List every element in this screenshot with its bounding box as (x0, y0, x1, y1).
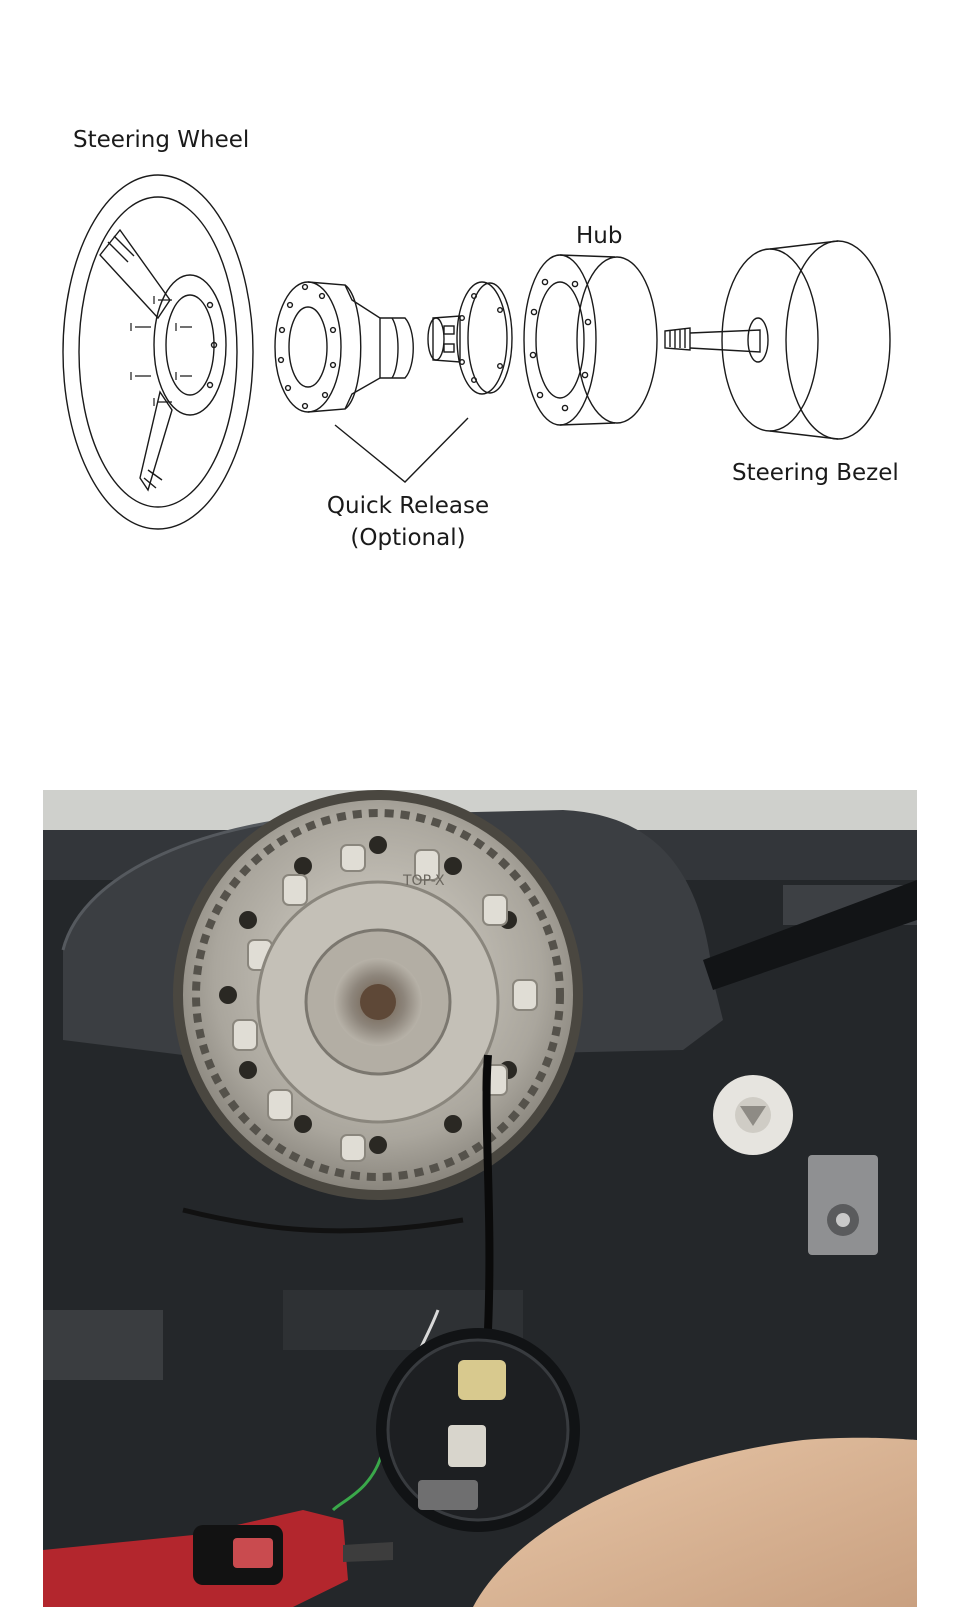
installation-photo: TOP-X (43, 790, 917, 1607)
label-steering-bezel: Steering Bezel (732, 460, 899, 486)
label-quick-release: Quick Release (326, 493, 490, 519)
steering-hub: TOP-X (173, 790, 583, 1200)
steering-bezel-part (664, 240, 891, 440)
label-hub: Hub (576, 223, 623, 249)
quick-release-right-part (427, 281, 513, 395)
hand (473, 1437, 917, 1607)
power-drill (43, 1510, 393, 1607)
horn-contact-plate (376, 1328, 580, 1532)
hub-stamp: TOP-X (402, 873, 445, 889)
quick-release-callout (334, 417, 469, 483)
hub-part (523, 254, 658, 426)
photo-illustration: TOP-X (43, 790, 917, 1607)
diagram-drawing (62, 174, 891, 530)
turn-signal-stalk (703, 880, 917, 990)
label-quick-release-optional: (Optional) (350, 525, 466, 551)
horn-wire (479, 1054, 494, 1381)
quick-release-left-part (274, 281, 414, 413)
exploded-diagram: Steering Wheel Hub Quick Release (Option… (0, 0, 960, 640)
steering-wheel-part (62, 174, 254, 530)
label-steering-wheel: Steering Wheel (73, 127, 250, 153)
